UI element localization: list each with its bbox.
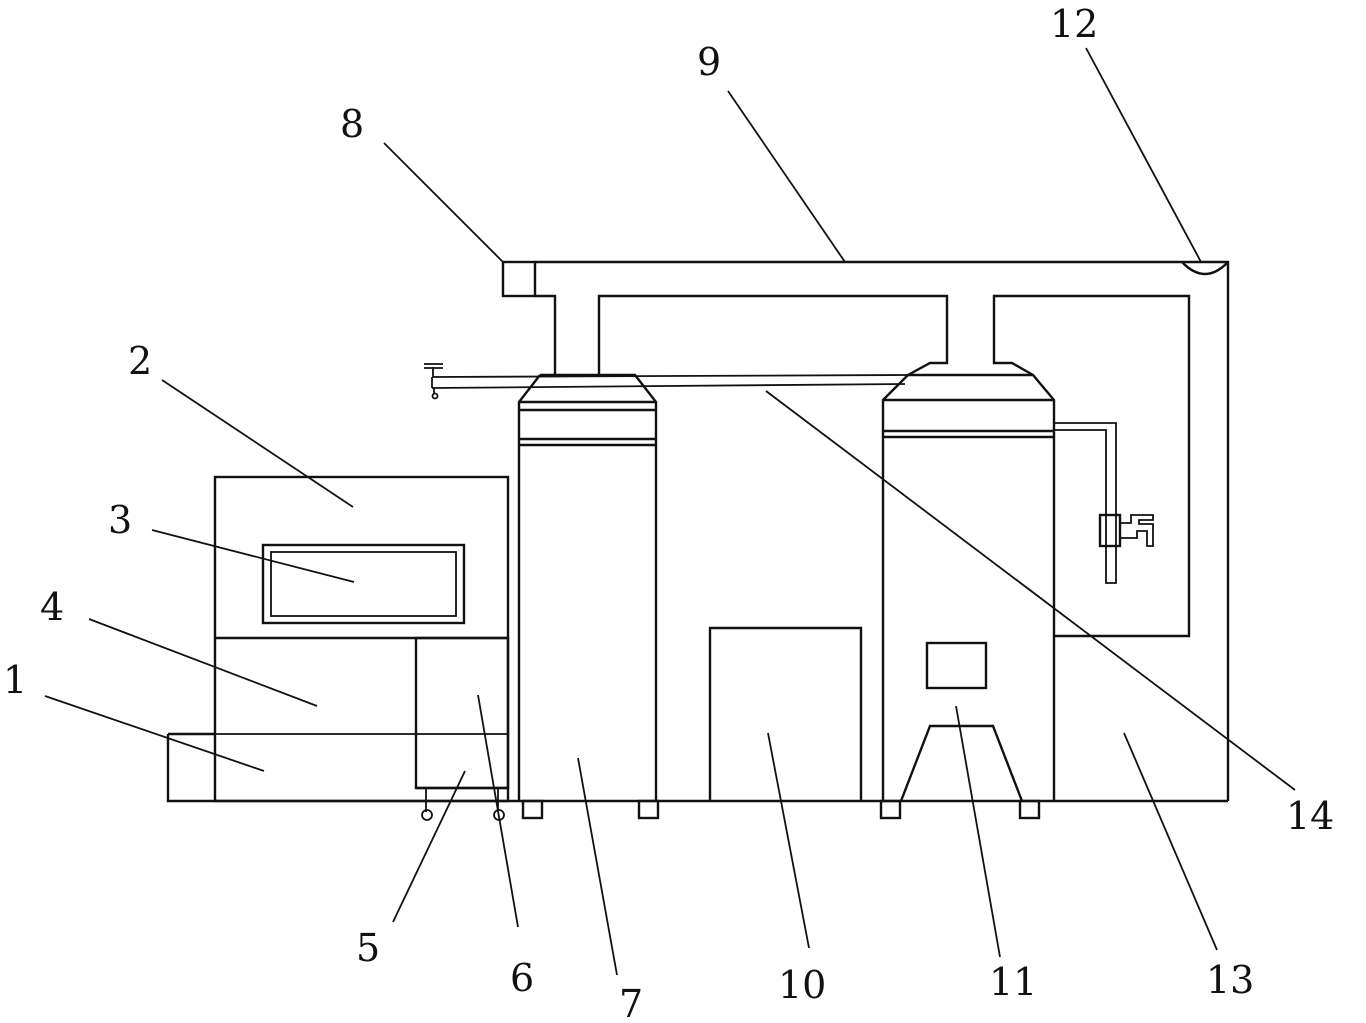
label-7: 7 (619, 982, 643, 1023)
label-11: 11 (989, 960, 1037, 1004)
tap-faucet (1098, 513, 1154, 548)
inlet-box (501, 260, 537, 298)
label-12: 12 (1050, 2, 1098, 46)
dome-vent (1181, 261, 1229, 276)
valve-handle (424, 363, 443, 400)
label-13: 13 (1206, 958, 1254, 1002)
label-2: 2 (128, 339, 152, 383)
label-1: 1 (3, 658, 27, 702)
label-10: 10 (778, 963, 826, 1007)
caster-wheels (421, 788, 505, 821)
display-window (261, 543, 466, 625)
small-tank (414, 636, 510, 790)
label-8: 8 (340, 102, 364, 146)
second-tower (879, 373, 1056, 820)
leader-lines (44, 47, 1296, 976)
duct-system (535, 260, 1230, 801)
label-9: 9 (697, 40, 721, 84)
base-plate (166, 732, 1228, 803)
label-14: 14 (1286, 794, 1334, 838)
central-box (708, 626, 863, 801)
side-pipe (1054, 422, 1117, 584)
label-4: 4 (40, 585, 64, 629)
reference-numerals: 1 2 3 4 5 6 7 8 9 10 11 12 13 14 (3, 2, 1334, 1023)
label-3: 3 (108, 498, 132, 542)
label-6: 6 (510, 956, 534, 1000)
first-tower (517, 373, 660, 820)
label-5: 5 (356, 926, 380, 970)
cross-pipe (431, 374, 909, 389)
